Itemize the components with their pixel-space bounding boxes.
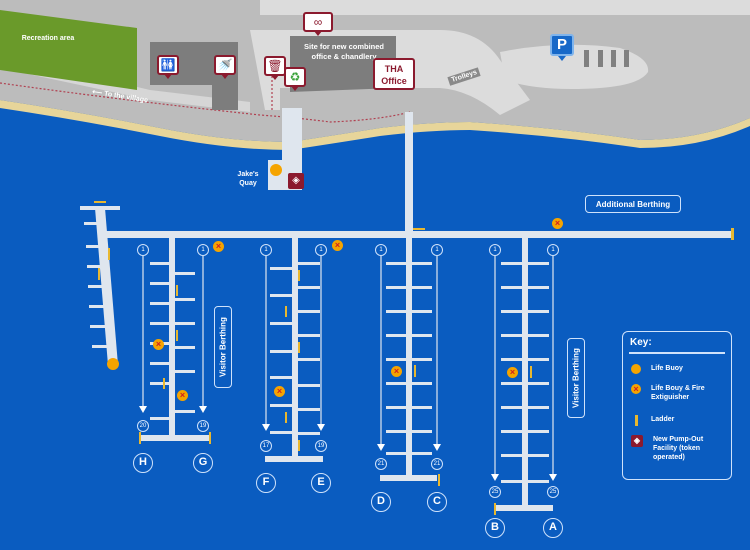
bin-icon[interactable]: 🗑 (264, 56, 286, 80)
berth-end-f: 17 (260, 440, 272, 452)
fire-extinguisher-icon: × (507, 367, 518, 378)
pontoon-g-label[interactable]: G (193, 453, 213, 473)
berth-end-a: 25 (547, 486, 559, 498)
key-title: Key: (630, 337, 652, 348)
pontoon-d-label[interactable]: D (371, 492, 391, 512)
recycling-icon[interactable]: ♻ (284, 67, 306, 91)
pontoon-e-label[interactable]: E (311, 473, 331, 493)
toilets-icon[interactable]: 🚻 (157, 55, 179, 79)
parking-icon[interactable]: P (550, 34, 574, 61)
main-pier (405, 112, 413, 237)
fire-extinguisher-icon: × (274, 386, 285, 397)
berth-start-e: 1 (315, 244, 327, 256)
visitor-berthing-label-right: Visitor Berthing (567, 338, 585, 418)
fire-extinguisher-icon: × (552, 218, 563, 229)
additional-berthing-label: Additional Berthing (585, 195, 681, 213)
fire-extinguisher-icon: × (177, 390, 188, 401)
berth-end-e: 19 (315, 440, 327, 452)
pontoon-b-label[interactable]: B (485, 518, 505, 538)
pontoon-h-label[interactable]: H (133, 453, 153, 473)
shower-icon[interactable]: 🚿 (214, 55, 236, 79)
site-new-office (290, 36, 396, 92)
berth-start-d: 1 (375, 244, 387, 256)
key-label: Life Bouy & Fire Extiguisher (651, 385, 705, 401)
berth-end-g: 19 (197, 420, 209, 432)
pump-out-icon: ◈ (631, 435, 643, 447)
berth-start-g: 1 (197, 244, 209, 256)
berth-end-b: 25 (489, 486, 501, 498)
key-item-pump-out: ◈ New Pump-Out Facility (token operated) (631, 435, 723, 462)
tha-office-marker[interactable]: THA Office (373, 58, 415, 90)
berth-start-f: 1 (260, 244, 272, 256)
fire-extinguisher-icon: × (213, 241, 224, 252)
key-divider (629, 352, 725, 354)
key-label: Life Buoy (651, 365, 683, 372)
beach-strip (0, 100, 750, 150)
life-buoy-icon (270, 164, 282, 176)
berth-start-a: 1 (547, 244, 559, 256)
berth-start-b: 1 (489, 244, 501, 256)
recreation-area (0, 10, 137, 90)
key-item-fire-extinguisher: × Life Bouy & Fire Extiguisher (631, 384, 721, 402)
fire-extinguisher-icon: × (332, 240, 343, 251)
berth-start-c: 1 (431, 244, 443, 256)
berth-end-c: 21 (431, 458, 443, 470)
pump-out-icon[interactable]: ◈ (288, 173, 304, 189)
visitor-berthing-label-left: Visitor Berthing (214, 306, 232, 388)
site-label: Site for new combined office & chandlery (303, 42, 384, 61)
recreation-area-label: Recreation area (21, 35, 75, 42)
jakes-quay-label: Jake's Quay (237, 171, 259, 187)
berth-end-h: 20 (137, 420, 149, 432)
pontoon-a-label[interactable]: A (543, 518, 563, 538)
main-spine-pontoon (105, 231, 733, 238)
pontoon-f-label[interactable]: F (256, 473, 276, 493)
chandlery-knot-icon[interactable]: ∞ (303, 12, 333, 36)
key-item-life-buoy: Life Buoy (631, 364, 683, 374)
fire-extinguisher-icon: × (391, 366, 402, 377)
key-label: Ladder (651, 416, 675, 423)
jakes-quay-walkway (282, 108, 302, 173)
key-item-ladder: Ladder (631, 415, 674, 426)
pontoon-c-label[interactable]: C (427, 492, 447, 512)
footpath (0, 82, 411, 123)
key-label: New Pump-Out Facility (token operated) (653, 436, 704, 461)
life-buoy-icon (107, 358, 119, 370)
fire-extinguisher-icon: × (153, 339, 164, 350)
berth-start-h: 1 (137, 244, 149, 256)
ladder-icon (635, 415, 638, 426)
life-buoy-icon (631, 364, 641, 374)
berth-end-d: 21 (375, 458, 387, 470)
map-key: Key: Life Buoy × Life Bouy & Fire Extigu… (622, 331, 732, 480)
fire-extinguisher-icon: × (631, 384, 641, 394)
